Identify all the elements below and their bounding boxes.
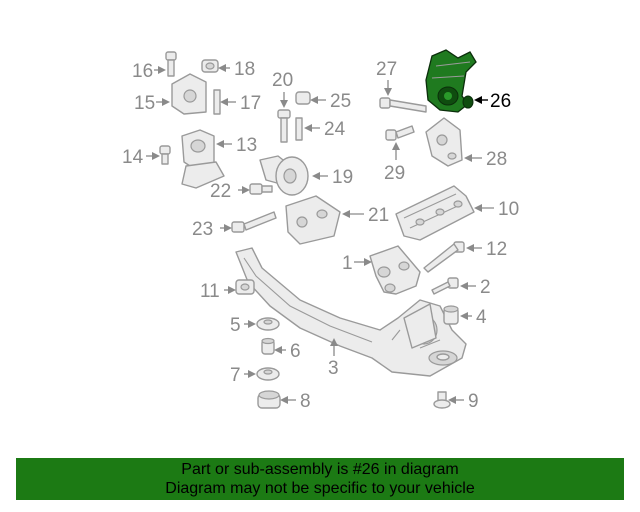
callout-16: 16: [132, 61, 153, 82]
banner-line-1: Part or sub-assembly is #26 in diagram: [181, 461, 459, 478]
callout-14: 14: [122, 147, 144, 168]
callout-7: 7: [230, 365, 241, 386]
callout-2: 2: [480, 277, 491, 298]
part-14-bolt: [159, 145, 171, 165]
part-6-bushing: [261, 337, 275, 355]
part-17-stud: [213, 89, 221, 115]
part-1-bracket: [369, 245, 421, 295]
callout-13: 13: [236, 135, 257, 156]
callout-18: 18: [234, 59, 255, 80]
callout-22: 22: [210, 181, 231, 202]
part-8-bushing: [257, 390, 281, 409]
callout-5: 5: [230, 315, 241, 336]
callout-1: 1: [342, 253, 353, 274]
callout-3: 3: [328, 358, 339, 379]
callout-15: 15: [134, 93, 155, 114]
callout-6: 6: [290, 341, 301, 362]
part-22-bolt: [249, 183, 273, 195]
callout-28: 28: [486, 149, 507, 170]
callout-11: 11: [200, 281, 220, 302]
part-28-bracket: [425, 117, 463, 167]
part-19-mount: [259, 155, 309, 196]
callout-23: 23: [192, 219, 213, 240]
part-11-nut: [235, 279, 255, 295]
part-26-mount-highlighted[interactable]: [425, 49, 477, 113]
callout-8: 8: [300, 391, 311, 412]
part-10-bracket: [395, 185, 475, 241]
callout-17: 17: [240, 93, 261, 114]
callout-20: 20: [272, 70, 293, 91]
part-15-mount: [171, 73, 207, 115]
callout-9: 9: [468, 391, 479, 412]
part-3-crossmember: [235, 247, 467, 377]
part-9-stud: [433, 391, 451, 409]
part-16-bolt: [165, 51, 177, 77]
callout-labels: 16 18 15 17 13 14 20 25 24 19 22 21 23 2…: [122, 59, 519, 412]
part-18-nut: [201, 59, 219, 73]
part-12-bolt: [423, 241, 465, 273]
banner-line-2: Diagram may not be specific to your vehi…: [165, 480, 475, 497]
info-banner: Part or sub-assembly is #26 in diagram D…: [16, 458, 624, 500]
callout-26: 26: [490, 91, 511, 112]
part-23-bolt: [231, 211, 277, 233]
callout-10: 10: [498, 199, 519, 220]
callout-29: 29: [384, 163, 405, 184]
part-29-bolt: [385, 125, 415, 141]
part-25-nut: [295, 91, 311, 105]
part-2-bolt: [431, 277, 459, 295]
callout-25: 25: [330, 91, 351, 112]
part-7-washer: [256, 367, 280, 381]
part-24-stud: [295, 117, 303, 141]
callout-4: 4: [476, 307, 487, 328]
callout-24: 24: [324, 119, 346, 140]
part-27-bolt: [379, 97, 427, 113]
callout-12: 12: [486, 239, 507, 260]
part-13-mount: [181, 129, 225, 189]
callout-19: 19: [332, 167, 353, 188]
leader-lines: [146, 64, 494, 404]
callout-21: 21: [368, 205, 389, 226]
part-21-bracket: [285, 195, 341, 245]
callout-27: 27: [376, 59, 397, 80]
part-5-washer: [256, 317, 280, 331]
part-20-bolt: [277, 109, 291, 143]
part-4-bushing: [443, 305, 459, 325]
